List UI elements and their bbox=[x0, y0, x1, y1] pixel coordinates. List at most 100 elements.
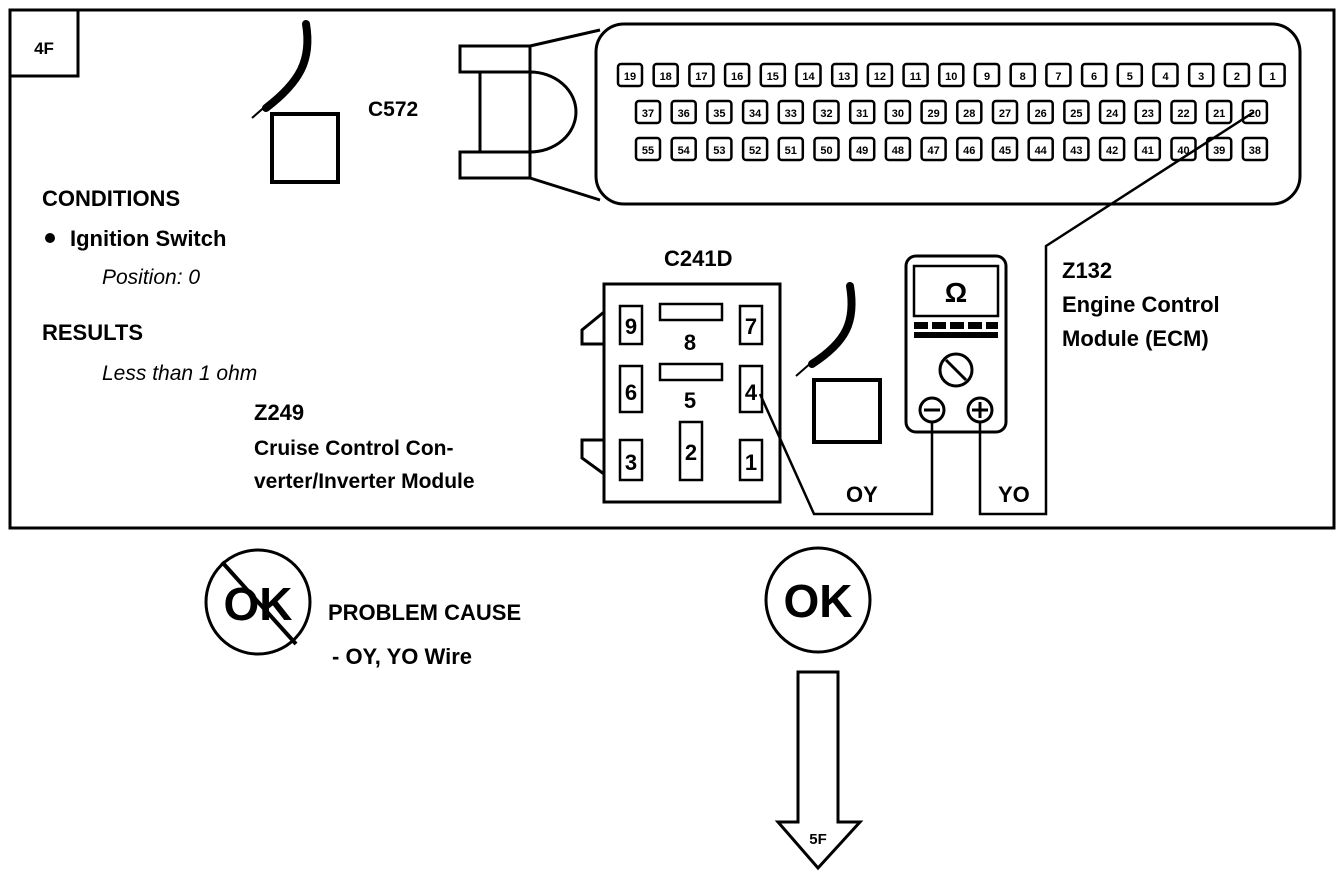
multimeter-icon: Ω bbox=[904, 254, 1008, 434]
c572-pin-45 bbox=[991, 136, 1019, 162]
z132-name-line1: Engine Control bbox=[1062, 292, 1220, 317]
c572-pin-label: 16 bbox=[731, 71, 743, 83]
c572-pin-label: 29 bbox=[927, 108, 939, 120]
ohm-symbol: Ω bbox=[945, 277, 967, 308]
c572-pin-43 bbox=[1063, 136, 1090, 162]
c572-pin-label: 2 bbox=[1234, 71, 1240, 83]
c572-pin-17 bbox=[688, 62, 715, 88]
c572-pin-label: 41 bbox=[1142, 145, 1154, 157]
c572-pin-53 bbox=[706, 136, 733, 162]
svg-text:4: 4 bbox=[745, 380, 758, 405]
c572-pin-46 bbox=[956, 136, 983, 162]
conditions-heading: CONDITIONS bbox=[42, 186, 180, 211]
c572-pin-label: 19 bbox=[624, 71, 636, 83]
c572-pin-label: 49 bbox=[856, 145, 868, 157]
c572-pin-41 bbox=[1134, 136, 1162, 162]
bullet-icon bbox=[45, 233, 55, 243]
probe-icon bbox=[795, 282, 882, 444]
z249-name-line1: Cruise Control Con- bbox=[254, 437, 454, 460]
problem-cause-item: - OY, YO Wire bbox=[332, 644, 472, 669]
wire-oy-label: OY bbox=[846, 482, 878, 507]
c572-pin-label: 52 bbox=[749, 145, 761, 157]
c572-pin-label: 43 bbox=[1070, 145, 1082, 157]
c241d-connector: 9 8 7 6 5 4 3 2 1 bbox=[580, 282, 782, 504]
step-id: 4F bbox=[34, 39, 54, 58]
z249-code: Z249 bbox=[254, 400, 304, 425]
c572-pin-10 bbox=[938, 62, 965, 88]
c572-pin-6 bbox=[1080, 62, 1108, 88]
c572-pin-38 bbox=[1241, 136, 1269, 162]
results-value: Less than 1 ohm bbox=[102, 362, 257, 385]
c572-pin-label: 45 bbox=[999, 145, 1011, 157]
c241d-pin-1 bbox=[738, 438, 764, 482]
c572-pin-label: 37 bbox=[642, 108, 654, 120]
c572-pin-label: 25 bbox=[1070, 108, 1082, 120]
ok-badge-text: OK bbox=[784, 575, 853, 627]
c572-pin-35 bbox=[706, 99, 733, 125]
step-id-box: 4F bbox=[8, 8, 80, 78]
c572-pin-7 bbox=[1045, 62, 1072, 88]
c241d-pin-8 bbox=[658, 302, 724, 322]
c572-pin-label: 3 bbox=[1198, 71, 1204, 83]
c572-pin-label: 47 bbox=[927, 145, 939, 157]
c572-pin-51 bbox=[777, 136, 805, 162]
c572-pin-32 bbox=[813, 99, 840, 125]
svg-text:1: 1 bbox=[745, 450, 757, 475]
c572-pin-label: 12 bbox=[874, 71, 886, 83]
c572-pin-label: 50 bbox=[820, 145, 832, 157]
svg-text:7: 7 bbox=[745, 314, 757, 339]
c572-pin-label: 55 bbox=[642, 145, 654, 157]
c572-pin-label: 7 bbox=[1055, 71, 1061, 83]
c241d-pin-3 bbox=[618, 438, 644, 482]
c572-pin-label: 39 bbox=[1213, 145, 1225, 157]
c572-pin-18 bbox=[652, 62, 679, 88]
c572-pin-label: 38 bbox=[1249, 145, 1261, 157]
c572-pin-label: 54 bbox=[678, 145, 691, 157]
c572-pin-label: 51 bbox=[785, 145, 797, 157]
c572-pin-13 bbox=[830, 62, 858, 88]
c572-pin-label: 36 bbox=[678, 108, 690, 120]
z132-name-line2: Module (ECM) bbox=[1062, 326, 1209, 351]
c572-pin-44 bbox=[1027, 136, 1054, 162]
c572-pin-19 bbox=[616, 62, 644, 88]
c572-pin-label: 34 bbox=[749, 108, 762, 120]
c572-pin-label: 26 bbox=[1035, 108, 1047, 120]
c572-pin-26 bbox=[1027, 99, 1054, 125]
c572-pin-48 bbox=[884, 136, 912, 162]
c572-pin-54 bbox=[670, 136, 697, 162]
c572-pin-label: 9 bbox=[984, 71, 990, 83]
wire-yo-label: YO bbox=[998, 482, 1030, 507]
c241d-pin-6 bbox=[618, 364, 644, 414]
c572-pin-label: 6 bbox=[1091, 71, 1097, 83]
c572-pin-label: 5 bbox=[1127, 71, 1133, 83]
c572-pin-1 bbox=[1259, 62, 1286, 88]
c572-pin-14 bbox=[795, 62, 822, 88]
c572-pin-label: 11 bbox=[910, 71, 922, 83]
c572-pin-29 bbox=[920, 99, 947, 125]
c572-pin-23 bbox=[1134, 99, 1162, 125]
c572-pin-33 bbox=[777, 99, 805, 125]
c572-pin-24 bbox=[1098, 99, 1126, 125]
c572-pin-label: 15 bbox=[767, 71, 779, 83]
ok-badge: OK bbox=[764, 546, 872, 654]
c572-pin-label: 46 bbox=[963, 145, 975, 157]
c572-pin-label: 8 bbox=[1020, 71, 1026, 83]
c572-pin-label: 42 bbox=[1106, 145, 1118, 157]
c572-pin-label: 35 bbox=[713, 108, 725, 120]
c572-pin-label: 32 bbox=[820, 108, 832, 120]
problem-cause-heading: PROBLEM CAUSE bbox=[328, 600, 521, 625]
c572-pin-label: 30 bbox=[892, 108, 904, 120]
c572-pin-34 bbox=[741, 99, 769, 125]
c241d-pin-2 bbox=[678, 420, 704, 482]
c572-pin-label: 48 bbox=[892, 145, 904, 157]
c572-pin-label: 13 bbox=[838, 71, 850, 83]
c572-pin-label: 27 bbox=[999, 108, 1011, 120]
wire-yo bbox=[978, 110, 1255, 516]
svg-text:9: 9 bbox=[625, 314, 637, 339]
svg-text:6: 6 bbox=[625, 380, 637, 405]
c572-pin-label: 20 bbox=[1249, 108, 1261, 120]
c572-pin-label: 21 bbox=[1213, 108, 1225, 120]
condition-detail: Position: 0 bbox=[102, 266, 200, 289]
